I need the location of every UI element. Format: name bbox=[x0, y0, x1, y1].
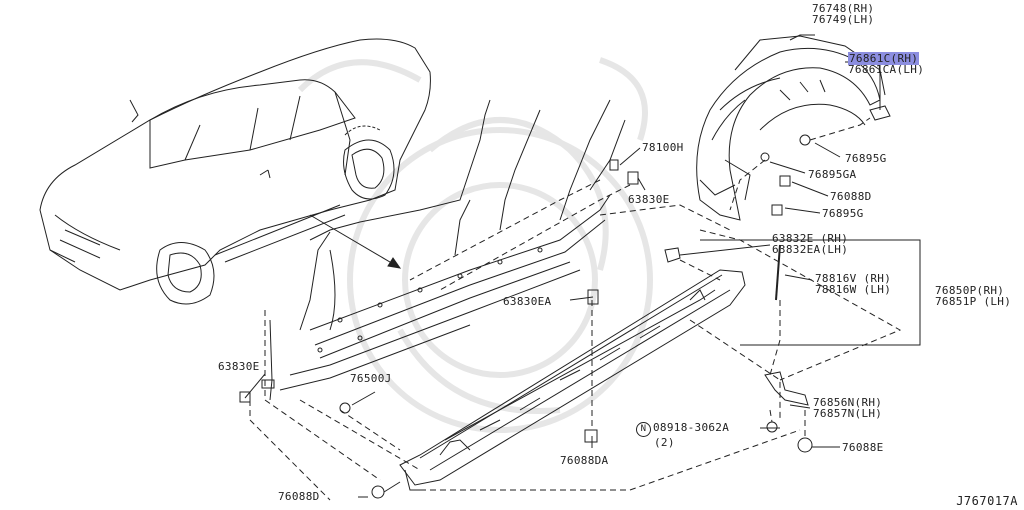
part-number: 76850P(RH) bbox=[935, 284, 1005, 297]
part-number: 76856N(RH) bbox=[813, 396, 883, 409]
quantity: (2) bbox=[654, 436, 675, 449]
part-number: 76861CA(LH) bbox=[848, 63, 925, 76]
label-76500j: 76500J bbox=[350, 372, 392, 385]
fender-liner-part bbox=[696, 35, 886, 221]
label-76895ga: 76895GA bbox=[808, 168, 857, 181]
label-76088d-a: 76088D bbox=[830, 190, 872, 203]
label-76088d-b: 76088D bbox=[278, 490, 320, 503]
part-number: 76748(RH) bbox=[812, 2, 875, 15]
label-76895g-b: 76895G bbox=[822, 207, 864, 220]
label-76748-76749: 76748(RH) 76749(LH) bbox=[812, 3, 874, 25]
dashed-guides bbox=[249, 117, 902, 501]
label-76861c-76861ca: 76861C(RH) 76861CA(LH) bbox=[848, 52, 925, 76]
label-76088da: 76088DA bbox=[560, 454, 609, 467]
direction-arrow bbox=[309, 214, 402, 269]
car-outline bbox=[39, 38, 431, 305]
label-63830e-a: 63830E bbox=[628, 193, 670, 206]
part-number: 76851P (LH) bbox=[935, 295, 1012, 308]
label-63830e-b: 63830E bbox=[218, 360, 260, 373]
part-number: 76749(LH) bbox=[812, 13, 875, 26]
part-number: 78816V (RH) bbox=[815, 272, 892, 285]
label-76856n-76857n: 76856N(RH) 76857N(LH) bbox=[813, 397, 882, 419]
label-76850p-76851p: 76850P(RH) 76851P (LH) bbox=[935, 285, 1011, 307]
part-number: 76857N(LH) bbox=[813, 407, 883, 420]
watermark-emblem bbox=[297, 57, 653, 433]
label-63832e-63832ea: 63832E (RH) 63832EA(LH) bbox=[772, 233, 848, 255]
n-circle-mark: N bbox=[636, 422, 651, 437]
label-78816v-78816w: 78816V (RH) 78816W (LH) bbox=[815, 273, 891, 295]
part-number: 08918-3062A bbox=[653, 421, 730, 434]
sill-molding-part bbox=[399, 269, 746, 491]
part-number: 63832EA(LH) bbox=[772, 243, 849, 256]
fasteners bbox=[239, 105, 891, 499]
diagram-reference-code: J767017A bbox=[956, 494, 1018, 508]
label-78100h: 78100H bbox=[642, 141, 684, 154]
highlighted-part-number[interactable]: 76861C(RH) bbox=[848, 52, 920, 65]
label-63830ea: 63830EA bbox=[503, 295, 552, 308]
label-76895g-a: 76895G bbox=[845, 152, 887, 165]
part-number: 63832E (RH) bbox=[772, 232, 849, 245]
label-76088e: 76088E bbox=[842, 441, 884, 454]
part-number: 78816W (LH) bbox=[815, 283, 892, 296]
body-side-panel bbox=[269, 99, 626, 401]
